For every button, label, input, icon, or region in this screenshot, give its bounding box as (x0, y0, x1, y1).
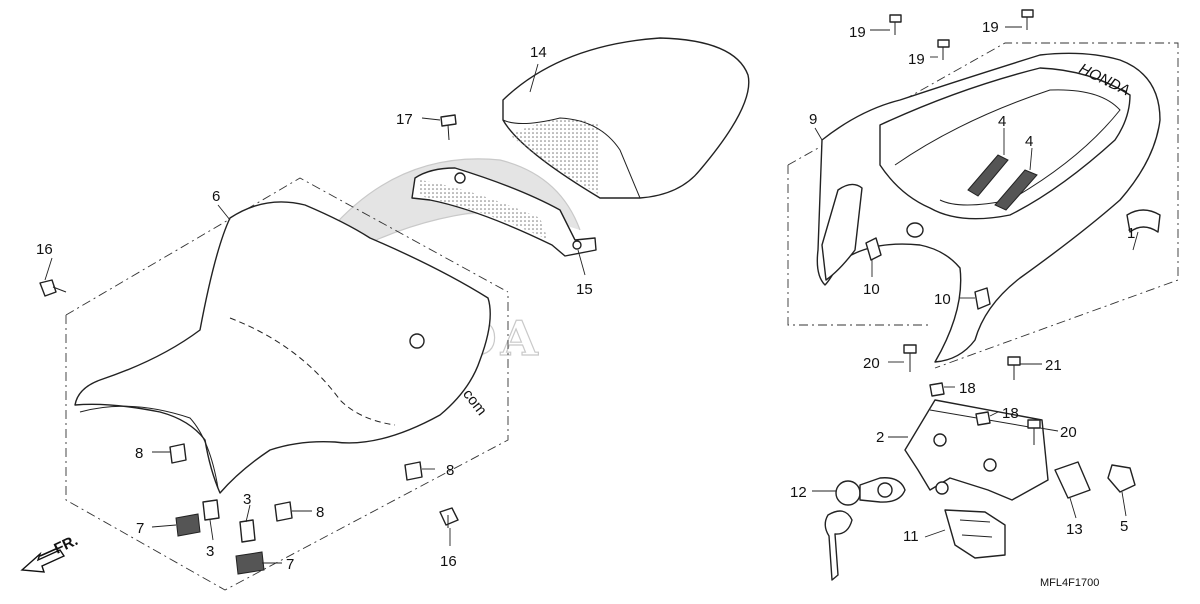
reference-box-right (787, 42, 1179, 369)
callout-17: 17 (396, 111, 413, 128)
callout-6: 6 (212, 188, 220, 205)
rider-seat (74, 201, 491, 494)
cover-cap (1126, 209, 1161, 233)
callout-20a: 20 (863, 355, 880, 372)
callout-8b: 8 (446, 462, 454, 479)
callout-21: 21 (1045, 357, 1062, 374)
cushion-10a (865, 237, 882, 261)
callout-19b: 19 (908, 51, 925, 68)
rubber-pads (967, 154, 1038, 211)
reference-box-left (65, 177, 509, 591)
callout-9: 9 (809, 111, 817, 128)
seat-cowl: HONDA (816, 52, 1161, 363)
callout-4a: 4 (998, 113, 1006, 130)
callout-8a: 8 (135, 445, 143, 462)
callout-4b: 4 (1025, 133, 1033, 150)
hardware (39, 9, 1041, 575)
pillion-seat (502, 37, 750, 199)
callout-15: 15 (576, 281, 593, 298)
seat-bracket (411, 167, 597, 257)
plate-clip (1054, 461, 1091, 499)
callout-1: 1 (1127, 225, 1135, 242)
callout-10a: 10 (863, 281, 880, 298)
callouts: 1 2 3 3 4 4 5 6 7 7 8 8 8 9 10 10 11 12 … (36, 19, 1135, 573)
callout-16b: 16 (440, 553, 457, 570)
callout-18a: 18 (959, 380, 976, 397)
callout-11: 11 (903, 528, 919, 545)
diagram-part-code: MFL4F1700 (1040, 577, 1099, 589)
front-direction-indicator: FR. (20, 532, 81, 573)
callout-7a: 7 (136, 520, 144, 537)
callout-13: 13 (1066, 521, 1083, 538)
leader-lines (44, 26, 1139, 564)
callout-5: 5 (1120, 518, 1128, 535)
callout-2: 2 (876, 429, 884, 446)
callout-10b: 10 (934, 291, 951, 308)
callout-16a: 16 (36, 241, 53, 258)
callout-19c: 19 (982, 19, 999, 36)
lock-base-plate (904, 399, 1049, 501)
front-label: FR. (52, 532, 81, 558)
callout-20b: 20 (1060, 424, 1077, 441)
callout-19a: 19 (849, 24, 866, 41)
key-cylinder (824, 477, 906, 581)
cushion-10b (974, 287, 991, 310)
callout-3a: 3 (206, 543, 214, 560)
callout-12: 12 (790, 484, 807, 501)
callout-14: 14 (530, 44, 547, 61)
callout-8c: 8 (316, 504, 324, 521)
callout-18b: 18 (1002, 405, 1019, 422)
seat-lock (944, 509, 1006, 559)
callout-3b: 3 (243, 491, 251, 508)
spring-clip (1107, 464, 1136, 493)
callout-7b: 7 (286, 556, 294, 573)
